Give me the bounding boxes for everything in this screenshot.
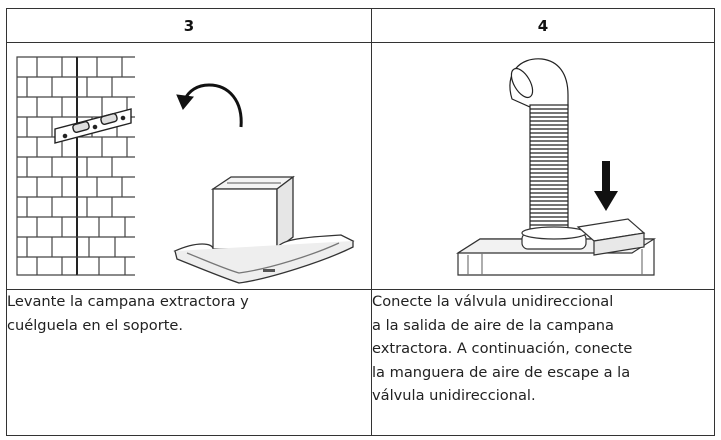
brick-wall xyxy=(16,56,135,276)
hood-chimney xyxy=(210,175,295,251)
step-4-line: válvula unidireccional. xyxy=(372,387,536,404)
mounting-bracket xyxy=(54,108,132,144)
hood-canopy xyxy=(173,234,355,284)
text-row: Levante la campana extractora y cuélguel… xyxy=(6,289,715,436)
exhaust-hose xyxy=(509,58,569,236)
step-3-line: Levante la campana extractora y xyxy=(7,293,249,310)
step-4-line: la manguera de aire de escape a la xyxy=(372,363,631,381)
instruction-table: 3 4 xyxy=(6,8,715,436)
hood-outlet xyxy=(455,218,657,276)
step-4-line: Conecte la válvula unidireccional xyxy=(372,293,614,310)
hang-hood-illustration xyxy=(16,56,355,284)
down-arrow-icon xyxy=(594,161,618,211)
lift-arrow xyxy=(176,83,243,128)
step-4-instructions: Conecte la válvula unidireccional a la s… xyxy=(371,289,715,436)
step-4-illustration-cell xyxy=(371,42,715,290)
step-4-line: extractora. A continuación, conecte xyxy=(372,340,633,357)
step-3-line: cuélguela en el soporte. xyxy=(7,316,184,334)
step-4-number: 4 xyxy=(371,8,715,43)
step-number-row: 3 4 xyxy=(6,8,715,43)
step-3-number: 3 xyxy=(6,8,372,43)
step-3-illustration-cell xyxy=(6,42,372,290)
step-4-line: a la salida de aire de la campana xyxy=(372,316,614,334)
connect-hose-illustration xyxy=(455,58,657,276)
illustration-row xyxy=(6,42,715,290)
step-3-instructions: Levante la campana extractora y cuélguel… xyxy=(6,289,372,436)
